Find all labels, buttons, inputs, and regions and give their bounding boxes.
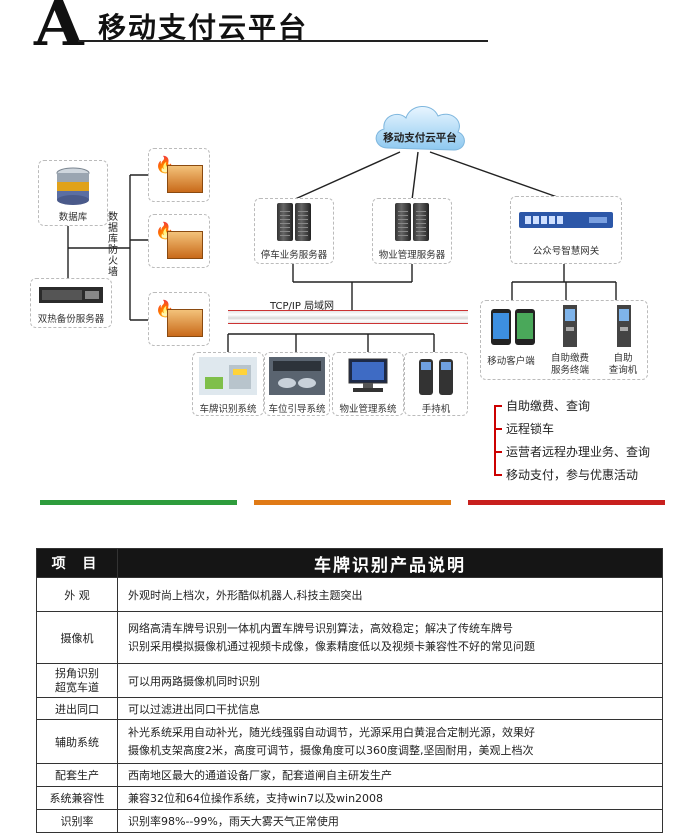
property-server-node: 物业管理服务器 <box>372 198 452 264</box>
subsystem-label: 车牌识别系统 <box>199 404 257 415</box>
network-bar <box>228 310 468 324</box>
divider-strip-orange <box>254 500 451 505</box>
terminal-label: 移动客户端 <box>487 356 535 367</box>
terminals-group: 移动客户端 自助缴费 服务终端 自助 查询机 <box>480 300 648 380</box>
title-underline <box>78 40 488 42</box>
property-server-label: 物业管理服务器 <box>378 250 446 261</box>
table-header-row: 项 目 车牌识别产品说明 <box>36 548 663 578</box>
feature-list: 自助缴费、查询 远程锁车 运营者远程办理业务、查询 移动支付，参与优惠活动 <box>494 398 650 490</box>
server-tower-icon <box>277 203 293 241</box>
table-header-title: 车牌识别产品说明 <box>117 548 663 578</box>
server-tower-icon <box>395 203 411 241</box>
product-spec-table: 项 目 车牌识别产品说明 外 观 外观时尚上档次，外形酷似机器人,科技主题突出 … <box>36 548 663 833</box>
section-letter: A <box>34 0 84 61</box>
feature-item: 运营者远程办理业务、查询 <box>494 444 650 467</box>
terminal-label: 自助缴费 服务终端 <box>550 353 589 376</box>
network-label: TCP/IP 局域网 <box>270 301 335 312</box>
network-switch-icon <box>519 212 613 228</box>
cloud-icon <box>375 106 465 151</box>
firewall-label: 数据库防火墙 <box>108 212 118 278</box>
brick-wall-icon <box>167 231 203 259</box>
divider-strip-red <box>468 500 665 505</box>
parking-server-label: 停车业务服务器 <box>260 250 328 261</box>
firewall-node: 🔥 <box>148 148 210 202</box>
database-label: 数据库 <box>58 212 88 223</box>
subsystem-handheld: 手持机 <box>404 352 468 416</box>
divider-strip-green <box>40 500 237 505</box>
terminal-label: 自助 查询机 <box>608 353 638 376</box>
page-title: 移动支付云平台 <box>98 11 309 44</box>
handheld-terminal-icon <box>419 359 453 395</box>
firewall-node: 🔥 <box>148 292 210 346</box>
payment-kiosk-icon <box>563 305 577 347</box>
table-row: 辅助系统 补光系统采用自动补光，随光线强弱自动调节，光源采用白黄混合定制光源，效… <box>36 719 663 764</box>
table-row: 识别率 识别率98%--99%，雨天大雾天气正常使用 <box>36 809 663 833</box>
plate-recognition-icon <box>199 357 257 395</box>
database-icon <box>56 167 90 205</box>
query-kiosk-icon <box>617 305 631 347</box>
rack-server-icon <box>39 287 103 303</box>
cloud-label: 移动支付云平台 <box>383 132 457 144</box>
table-row: 外 观 外观时尚上档次，外形酷似机器人,科技主题突出 <box>36 577 663 612</box>
firewall-node: 🔥 <box>148 214 210 268</box>
gateway-label: 公众号智慧网关 <box>532 246 600 257</box>
brick-wall-icon <box>167 309 203 337</box>
feature-bracket <box>494 406 496 476</box>
gateway-node: 公众号智慧网关 <box>510 196 622 264</box>
feature-item: 移动支付，参与优惠活动 <box>494 467 650 490</box>
subsystem-property: 物业管理系统 <box>332 352 404 416</box>
table-row: 进出同口 可以过滤进出同口干扰信息 <box>36 697 663 720</box>
subsystem-label: 物业管理系统 <box>339 404 397 415</box>
subsystem-plate-recognition: 车牌识别系统 <box>192 352 264 416</box>
subsystem-label: 手持机 <box>421 404 451 415</box>
table-row: 拐角识别 超宽车道 可以用两路摄像机同时识别 <box>36 663 663 698</box>
backup-server-node: 双热备份服务器 <box>30 278 112 328</box>
computer-monitor-icon <box>348 358 388 392</box>
subsystem-label: 车位引导系统 <box>268 404 326 415</box>
parking-guidance-icon <box>269 357 325 395</box>
feature-item: 自助缴费、查询 <box>494 398 650 421</box>
table-header-key: 项 目 <box>36 548 118 578</box>
brick-wall-icon <box>167 165 203 193</box>
backup-server-label: 双热备份服务器 <box>37 314 105 325</box>
server-tower-icon <box>413 203 429 241</box>
table-row: 摄像机 网络高清车牌号识别一体机内置车牌号识别算法，高效稳定；解决了传统车牌号 … <box>36 611 663 664</box>
table-row: 配套生产 西南地区最大的通道设备厂家，配套道闸自主研发生产 <box>36 763 663 787</box>
feature-item: 远程锁车 <box>494 421 650 444</box>
parking-server-node: 停车业务服务器 <box>254 198 334 264</box>
server-tower-icon <box>295 203 311 241</box>
database-node: 数据库 <box>38 160 108 226</box>
subsystem-space-guidance: 车位引导系统 <box>264 352 330 416</box>
table-row: 系统兼容性 兼容32位和64位操作系统，支持win7以及win2008 <box>36 786 663 810</box>
smartphone-icon <box>491 309 535 345</box>
